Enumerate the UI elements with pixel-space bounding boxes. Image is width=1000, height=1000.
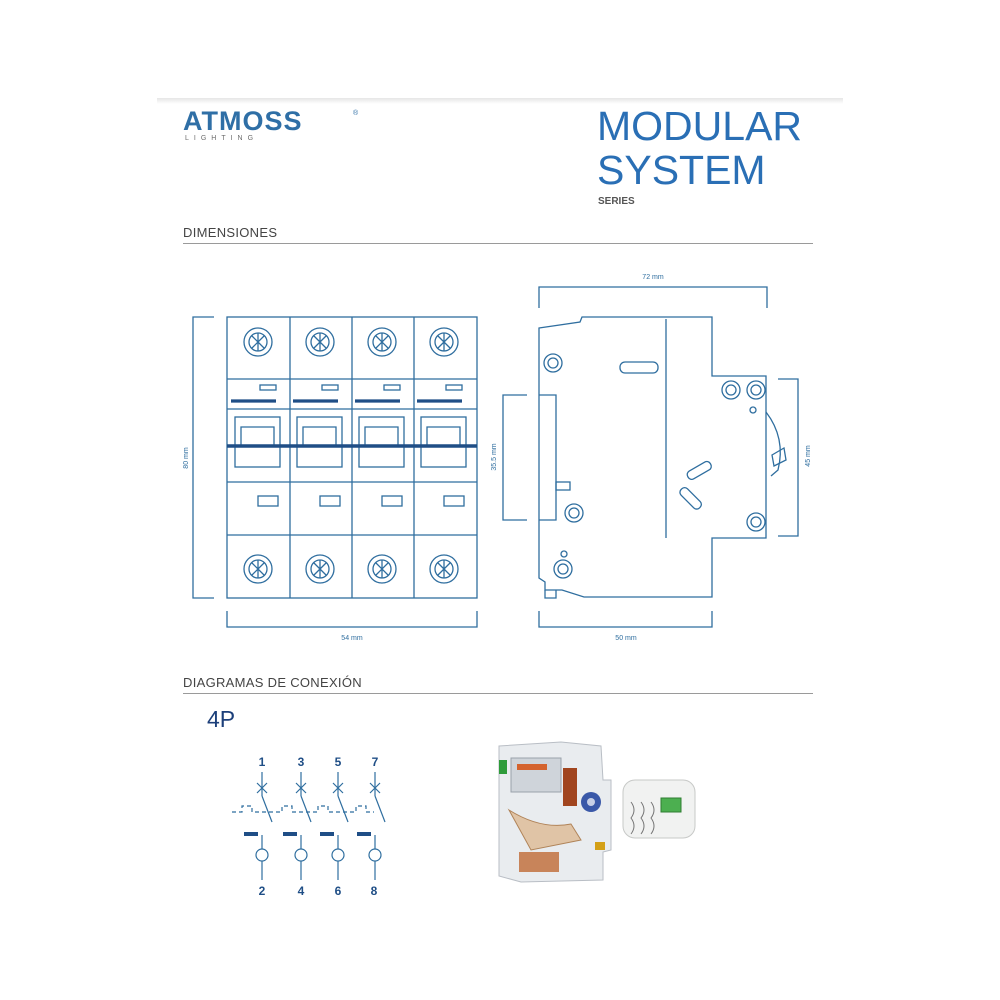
series-label: SERIES (598, 196, 635, 207)
dim-side-height-line (778, 378, 799, 537)
dim-height-label: 80 mm (183, 447, 190, 469)
page-title: MODULAR SYSTEM (597, 104, 802, 192)
dim-depth-bottom-label: 50 mm (615, 635, 637, 642)
front-bottom-terminals (243, 554, 459, 584)
logo-text: ATMOSS (183, 106, 303, 136)
side-view-breaker (538, 316, 787, 599)
dim-depth-top-line (538, 286, 768, 308)
dim-rail-line (502, 394, 527, 521)
dimensions-rule (183, 243, 813, 244)
poles-label: 4P (207, 706, 235, 732)
terminal-bottom-8: 8 (371, 884, 378, 898)
terminal-top-3: 3 (298, 755, 305, 769)
terminal-bottom-4: 4 (298, 884, 305, 898)
logo-registered-mark: ® (353, 110, 359, 117)
connection-diagram (232, 772, 386, 880)
terminal-bottom-2: 2 (259, 884, 266, 898)
top-shadow-bar (157, 98, 843, 104)
breaker-cutaway-image (491, 740, 701, 888)
title-line-1: MODULAR (597, 103, 803, 149)
dimensions-heading: DIMENSIONES (183, 225, 278, 240)
dim-height-line (192, 316, 214, 599)
terminal-top-1: 1 (259, 755, 266, 769)
terminal-bottom-6: 6 (335, 884, 342, 898)
front-top-terminals (243, 327, 459, 357)
terminal-top-5: 5 (335, 755, 342, 769)
dim-width-front-line (226, 611, 478, 628)
diagrams-rule (183, 693, 813, 694)
front-levers (234, 416, 467, 468)
dim-depth-top-label: 72 mm (642, 274, 664, 281)
title-line-2: SYSTEM (597, 147, 766, 193)
diagrams-heading: DIAGRAMAS DE CONEXIÓN (183, 675, 362, 690)
logo-subtitle: LIGHTING (185, 135, 259, 142)
dim-width-front-label: 54 mm (341, 635, 363, 642)
terminal-top-7: 7 (372, 755, 379, 769)
dim-rail-label: 35.5 mm (491, 443, 498, 470)
dim-side-height-label: 45 mm (805, 445, 812, 467)
atmoss-logo: ATMOSS ® LIGHTING (183, 104, 383, 150)
front-view-breaker (226, 316, 478, 599)
dim-depth-bottom-line (538, 611, 713, 628)
